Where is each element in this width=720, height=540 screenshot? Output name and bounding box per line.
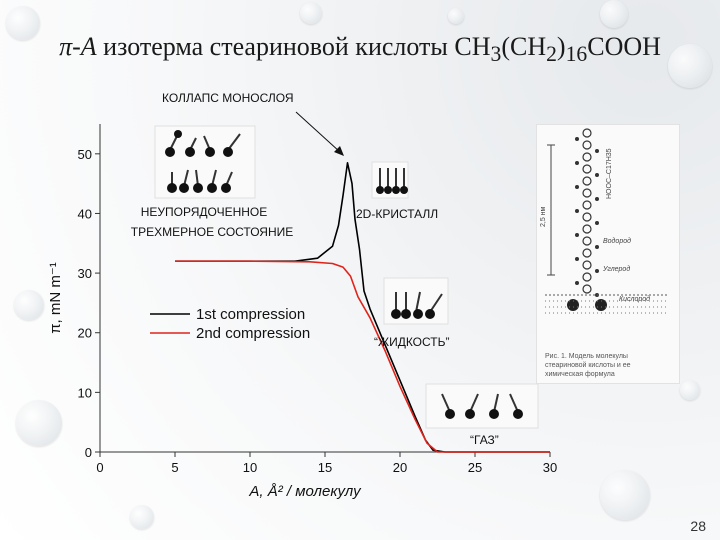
gas-molecules-inset: [425, 383, 539, 429]
title-prefix: π-A: [59, 32, 97, 61]
y-tick-label: 50: [78, 147, 92, 162]
legend-label-series1: 1st compression: [196, 306, 305, 323]
water-drop-decoration: [6, 6, 40, 40]
crystal-molecules-inset: [371, 161, 409, 199]
water-drop-decoration: [600, 0, 628, 28]
y-tick-label: 30: [78, 266, 92, 281]
y-tick-label: 20: [78, 326, 92, 341]
water-drop-decoration: [448, 8, 464, 24]
water-drop-decoration: [14, 290, 44, 320]
legend-label-series2: 2nd compression: [196, 325, 310, 342]
collapse-label: КОЛЛАПС МОНОСЛОЯ: [162, 91, 294, 105]
water-drop-decoration: [600, 470, 650, 520]
photo-hydrogen-label: Водород: [603, 237, 631, 245]
x-tick-label: 20: [393, 460, 407, 475]
collapse-arrow: [295, 111, 341, 153]
slide-number: 28: [690, 518, 706, 534]
disordered-label-line1: НЕУПОРЯДОЧЕННОЕ: [141, 205, 268, 219]
liquid-molecules-inset: [383, 277, 449, 325]
water-drop-decoration: [16, 400, 62, 446]
gas-label: “ГАЗ”: [470, 433, 499, 447]
x-tick-label: 10: [243, 460, 257, 475]
disordered-label-line2: ТРЕХМЕРНОЕ СОСТОЯНИЕ: [131, 225, 294, 239]
title-part: COOH: [587, 32, 661, 61]
molecule-model-drawing: 2,5 нм HOOC–C17H35 Водород Углерод Кисло…: [540, 128, 667, 314]
title-sub: 16: [565, 42, 588, 67]
x-tick-label: 30: [543, 460, 557, 475]
photo-carbon-label: Углерод: [602, 265, 630, 273]
y-tick-label: 10: [78, 385, 92, 400]
molecule-model-photo: 2,5 нм HOOC–C17H35 Водород Углерод Кисло…: [536, 124, 680, 384]
water-drop-decoration: [668, 44, 712, 88]
x-tick-label: 25: [468, 460, 482, 475]
photo-formula-label: HOOC–C17H35: [606, 148, 613, 199]
x-tick-label: 0: [96, 460, 103, 475]
x-tick-label: 15: [318, 460, 332, 475]
title-part: (CH: [501, 32, 547, 61]
title-part: ): [556, 32, 566, 61]
slide-title: π-A изотерма стеариновой кислоты CH3(CH2…: [0, 32, 720, 67]
title-sub: 2: [546, 42, 557, 67]
series-line-2: [175, 260, 550, 453]
y-tick-label: 40: [78, 206, 92, 221]
collapse-arrow-head: [334, 146, 344, 156]
disordered-molecules-inset: [154, 125, 256, 199]
chart-legend: 1st compression 2nd compression: [150, 306, 310, 342]
title-sub: 3: [490, 42, 502, 67]
liquid-label: “ЖИДКОСТЬ”: [374, 335, 450, 349]
x-tick-label: 5: [171, 460, 178, 475]
y-tick-label: 0: [85, 445, 92, 460]
y-axis-label: π, mN m⁻¹: [47, 262, 64, 334]
photo-caption: Рис. 1. Модель молекулы стеариновой кисл…: [545, 353, 631, 378]
crystal-label: 2D-КРИСТАЛЛ: [356, 207, 438, 221]
photo-length-label: 2,5 нм: [540, 206, 547, 227]
photo-oxygen-label: Кислород: [619, 295, 650, 303]
title-main: изотерма стеариновой кислоты CH: [96, 32, 491, 61]
water-drop-decoration: [680, 380, 700, 400]
water-drop-decoration: [300, 2, 322, 24]
water-drop-decoration: [130, 505, 154, 529]
x-axis-label: A, Å² / молекулу: [248, 483, 362, 500]
